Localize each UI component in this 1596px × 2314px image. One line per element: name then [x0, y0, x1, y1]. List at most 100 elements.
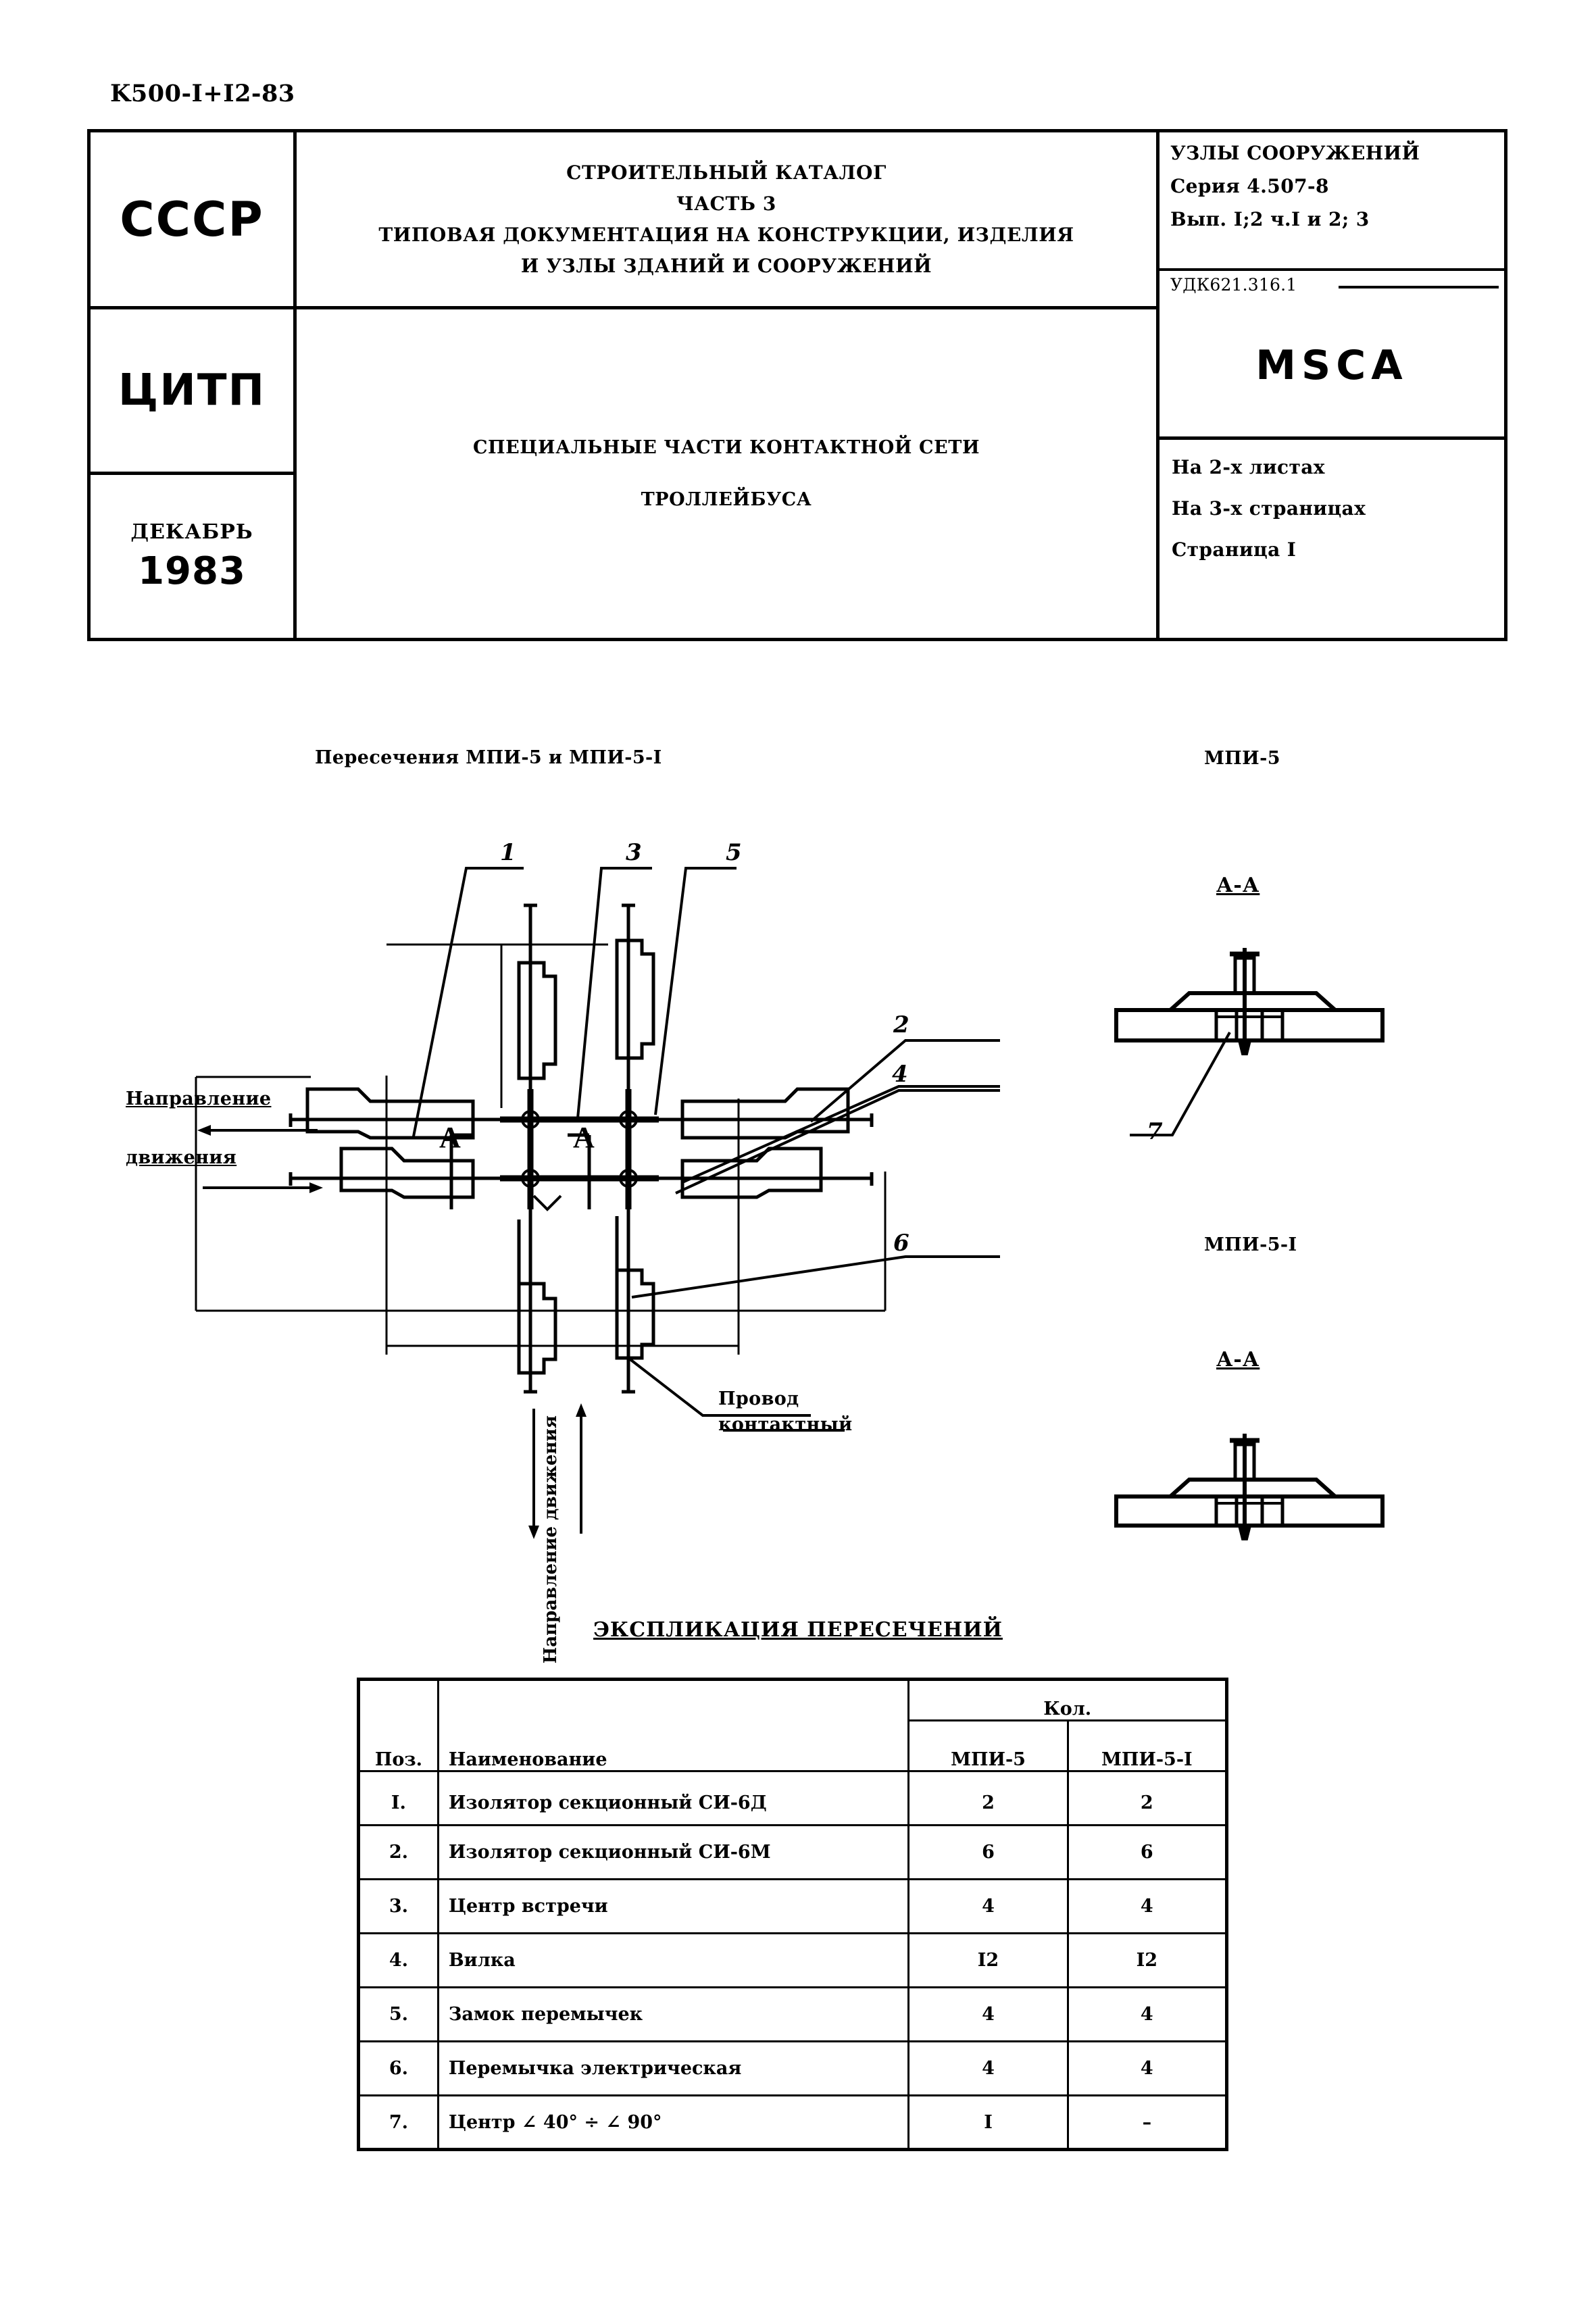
- subject-line-1: СПЕЦИАЛЬНЫЕ ЧАСТИ КОНТАКТНОЙ СЕТИ: [472, 437, 980, 458]
- title-block-left-column: СССР ЦИТП ДЕКАБРЬ 1983: [91, 132, 297, 638]
- sheet-count-cell: На 2-х листах На 3-х страницах Страница …: [1159, 440, 1504, 638]
- section-view-mpi5: [1114, 948, 1385, 1136]
- insulator-left-lower: [339, 1147, 475, 1199]
- cell-qty-mpi5-1: 4: [1066, 1986, 1228, 2042]
- section-view-mpi5-1: [1114, 1434, 1385, 1540]
- publication-month: ДЕКАБРЬ: [130, 520, 253, 544]
- series-line-1: УЗЛЫ СООРУЖЕНИЙ: [1170, 142, 1420, 164]
- cell-qty-mpi5: 4: [907, 1986, 1069, 2042]
- specification-table: Поз. Наименование Кол. МПИ-5 МПИ-5-I I. …: [357, 1678, 1228, 2151]
- plan-dimension-frame: [195, 943, 887, 1355]
- insulator-right-lower: [680, 1147, 823, 1199]
- catalog-line-4: И УЗЛЫ ЗДАНИЙ И СООРУЖЕНИЙ: [520, 255, 932, 277]
- callout-1: 1: [500, 839, 516, 866]
- callout-6: 6: [893, 1230, 909, 1257]
- table-row: 2. Изолятор секционный СИ-6М 6 6: [357, 1824, 1228, 1880]
- organization-emblem-cell: ЦИТП: [91, 309, 293, 475]
- contact-wire-label-line-2: контактный: [718, 1414, 853, 1435]
- cell-qty-mpi5-1: I2: [1066, 1932, 1228, 1988]
- cell-qty-mpi5: I: [907, 2094, 1069, 2150]
- cell-qty-mpi5: I2: [907, 1932, 1069, 1988]
- organization-emblem-label: ЦИТП: [118, 366, 266, 416]
- header-name: Наименование: [437, 1678, 910, 1772]
- udk-rule-line: [1339, 286, 1499, 288]
- section-mark-right: А: [573, 1121, 595, 1154]
- callout-7: 7: [1147, 1118, 1163, 1145]
- publication-date-cell: ДЕКАБРЬ 1983: [91, 475, 293, 638]
- cell-qty-mpi5-1: 2: [1066, 1770, 1228, 1826]
- title-block-center-column: СТРОИТЕЛЬНЫЙ КАТАЛОГ ЧАСТЬ 3 ТИПОВАЯ ДОК…: [297, 132, 1159, 638]
- insulator-top-right: [615, 938, 655, 1060]
- cell-qty-mpi5: 6: [907, 1824, 1069, 1880]
- leader-lines-right: [631, 1039, 1000, 1299]
- table-header-row-2: МПИ-5 МПИ-5-I: [359, 1719, 1228, 1773]
- callout-2: 2: [893, 1011, 909, 1038]
- cell-qty-mpi5-1: –: [1066, 2094, 1228, 2150]
- cell-name: Перемычка электрическая: [437, 2040, 910, 2096]
- catalog-line-1: СТРОИТЕЛЬНЫЙ КАТАЛОГ: [566, 161, 887, 184]
- section-mark-left: А: [439, 1121, 462, 1154]
- cell-name: Центр ∠ 40° ÷ ∠ 90°: [437, 2094, 910, 2150]
- udk-and-code-cell: УДК621.316.1 MSCA: [1159, 271, 1504, 440]
- callout-3: 3: [626, 839, 642, 866]
- publication-year: 1983: [138, 549, 246, 593]
- cell-name: Изолятор секционный СИ-6Д: [437, 1770, 910, 1826]
- cell-position: 5.: [357, 1986, 439, 2042]
- direction-label-line-1: Направление: [126, 1088, 272, 1109]
- view-title-mpi5: МПИ-5: [1204, 748, 1280, 769]
- cell-position: 2.: [357, 1824, 439, 1880]
- catalog-line-3: ТИПОВАЯ ДОКУМЕНТАЦИЯ НА КОНСТРУКЦИИ, ИЗД…: [378, 224, 1074, 246]
- table-row: 7. Центр ∠ 40° ÷ ∠ 90° I –: [357, 2094, 1228, 2150]
- table-row: 6. Перемычка электрическая 4 4: [357, 2040, 1228, 2096]
- sheet-line-1: На 2-х листах: [1172, 456, 1325, 478]
- series-line-2: Серия 4.507-8: [1170, 175, 1329, 197]
- document-code: K500-I+I2-83: [110, 80, 295, 107]
- title-block: СССР ЦИТП ДЕКАБРЬ 1983 СТРОИТЕЛЬНЫЙ КАТА…: [87, 129, 1507, 641]
- cell-position: 6.: [357, 2040, 439, 2096]
- header-position: Поз.: [357, 1678, 439, 1772]
- cell-name: Замок перемычек: [437, 1986, 910, 2042]
- header-quantity-group: Кол.: [907, 1678, 1228, 1721]
- cell-qty-mpi5: 2: [907, 1770, 1069, 1826]
- cell-qty-mpi5-1: 4: [1066, 1878, 1228, 1934]
- header-qty-mpi5-1: МПИ-5-I: [1066, 1719, 1228, 1773]
- catalog-line-2: ЧАСТЬ 3: [676, 193, 777, 215]
- header-qty-mpi5: МПИ-5: [907, 1719, 1069, 1773]
- leader-lines-top: [412, 867, 737, 1137]
- sheet-line-2: На 3-х страницах: [1172, 497, 1366, 520]
- udk-code: УДК621.316.1: [1170, 275, 1297, 295]
- plan-view-title: Пересечения МПИ-5 и МПИ-5-I: [315, 747, 662, 768]
- spec-table-body: I. Изолятор секционный СИ-6Д 2 2 2. Изол…: [357, 1770, 1228, 2150]
- cell-name: Изолятор секционный СИ-6М: [437, 1824, 910, 1880]
- cell-qty-mpi5: 4: [907, 2040, 1069, 2096]
- country-emblem-cell: СССР: [91, 132, 293, 309]
- insulator-top-left: [517, 961, 557, 1080]
- section-cut-marks: [449, 1133, 591, 1211]
- table-row: I. Изолятор секционный СИ-6Д 2 2: [357, 1770, 1228, 1826]
- section-label-mpi5-1: А-А: [1216, 1348, 1260, 1372]
- insulator-right-upper: [680, 1087, 850, 1140]
- cell-position: 7.: [357, 2094, 439, 2150]
- cell-qty-mpi5: 4: [907, 1878, 1069, 1934]
- title-block-right-column: УЗЛЫ СООРУЖЕНИЙ Серия 4.507-8 Вып. I;2 ч…: [1159, 132, 1504, 638]
- spec-table-head: Поз. Наименование Кол. МПИ-5 МПИ-5-I: [357, 1678, 1228, 1773]
- insulator-bottom-right: [615, 1216, 655, 1360]
- callout-4: 4: [892, 1061, 908, 1088]
- series-info-cell: УЗЛЫ СООРУЖЕНИЙ Серия 4.507-8 Вып. I;2 ч…: [1159, 132, 1504, 271]
- table-header-row-1: Поз. Наименование Кол.: [357, 1678, 1228, 1772]
- view-title-mpi5-1: МПИ-5-I: [1204, 1234, 1297, 1255]
- contact-wire-label-line-1: Провод: [718, 1388, 799, 1409]
- table-row: 5. Замок перемычек 4 4: [357, 1986, 1228, 2042]
- catalog-heading-cell: СТРОИТЕЛЬНЫЙ КАТАЛОГ ЧАСТЬ 3 ТИПОВАЯ ДОК…: [297, 132, 1156, 309]
- subject-heading-cell: СПЕЦИАЛЬНЫЕ ЧАСТИ КОНТАКТНОЙ СЕТИ ТРОЛЛЕ…: [297, 309, 1156, 638]
- table-row: 3. Центр встречи 4 4: [357, 1878, 1228, 1934]
- cell-name: Центр встречи: [437, 1878, 910, 1934]
- section-label-mpi5: А-А: [1216, 874, 1260, 897]
- subject-line-2: ТРОЛЛЕЙБУСА: [641, 489, 812, 510]
- insulator-bottom-left: [517, 1219, 557, 1375]
- cell-qty-mpi5-1: 6: [1066, 1824, 1228, 1880]
- table-row: 4. Вилка I2 I2: [357, 1932, 1228, 1988]
- cell-position: I.: [357, 1770, 439, 1826]
- series-line-3: Вып. I;2 ч.I и 2; 3: [1170, 208, 1370, 230]
- callout-5: 5: [726, 839, 742, 866]
